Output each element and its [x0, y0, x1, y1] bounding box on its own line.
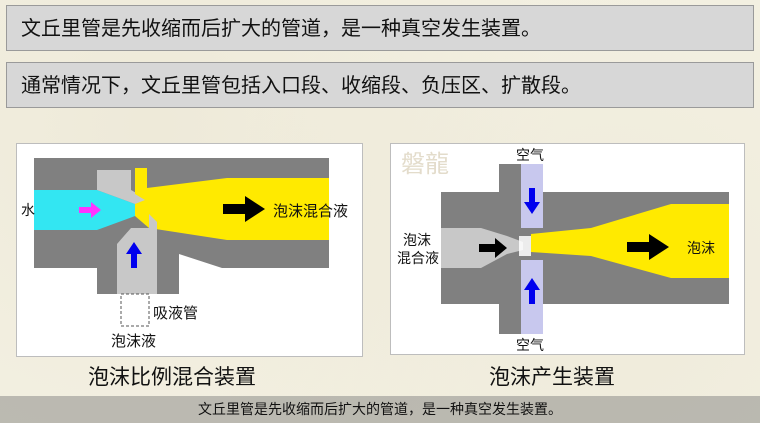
foam-liquid-dashed-box — [120, 293, 150, 327]
mix-label: 泡沫混合液 — [273, 202, 349, 220]
components-textbox: 通常情况下，文丘里管包括入口段、收缩段、负压区、扩散段。 — [6, 62, 754, 108]
nozzle-top — [97, 170, 145, 204]
mix-label-line2: 混合液 — [397, 251, 439, 267]
foam-proportioner-caption: 泡沫比例混合装置 — [88, 365, 256, 389]
subtitle-text: 文丘里管是先收缩而后扩大的管道，是一种真空发生装置。 — [198, 402, 562, 418]
foam-proportioner-diagram: 水 泡沫混合液 吸液管 泡沫液 — [16, 143, 363, 357]
air-top-label: 空气 — [516, 148, 544, 164]
blue-down-arrow — [524, 188, 540, 214]
blue-up-arrow — [126, 242, 142, 268]
components-text: 通常情况下，文丘里管包括入口段、收缩段、负压区、扩散段。 — [21, 73, 581, 97]
definition-textbox: 文丘里管是先收缩而后扩大的管道，是一种真空发生装置。 — [6, 5, 754, 51]
magenta-arrow — [79, 202, 101, 218]
blue-up-arrow-right — [524, 278, 540, 304]
foam-proportioner-svg — [34, 158, 329, 327]
mix-label-line1: 泡沫 — [403, 233, 431, 249]
foam-generator-svg: 磐龍 — [401, 150, 729, 334]
definition-text: 文丘里管是先收缩而后扩大的管道，是一种真空发生装置。 — [21, 16, 541, 40]
air-bottom-label: 空气 — [516, 338, 544, 354]
foam-diffuser — [531, 204, 729, 278]
foam-liquid-label: 泡沫液 — [111, 332, 157, 350]
suction-pipe-label: 吸液管 — [153, 304, 199, 322]
black-small-arrow — [479, 238, 507, 258]
nozzle-tip — [519, 236, 531, 256]
black-right-arrow — [223, 196, 265, 222]
subtitle-bar — [0, 396, 760, 423]
foam-generator-caption: 泡沫产生装置 — [489, 365, 615, 389]
foam-label: 泡沫 — [687, 241, 715, 257]
black-big-arrow — [627, 234, 669, 260]
watermark: 磐龍 — [401, 150, 449, 178]
foam-generator-diagram: 磐龍 空气 空气 泡沫 混合液 泡沫 — [390, 143, 745, 355]
water-label: 水 — [21, 203, 35, 219]
